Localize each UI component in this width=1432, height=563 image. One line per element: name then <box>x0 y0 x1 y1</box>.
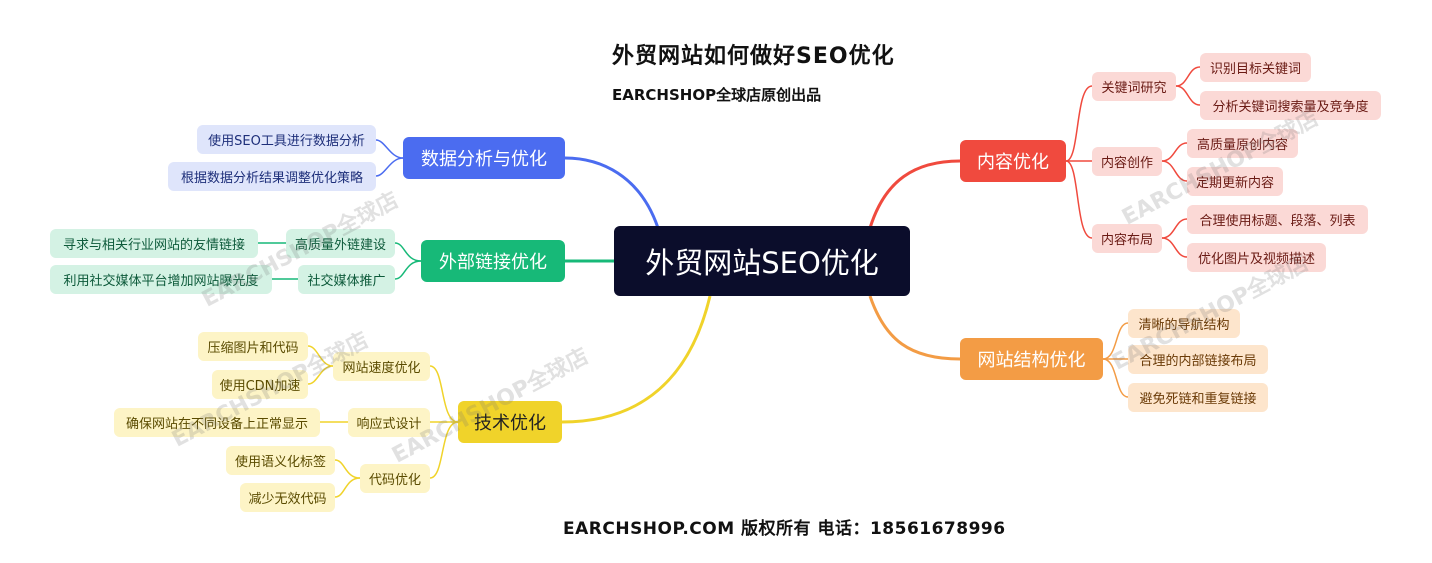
leaf-navigation[interactable]: 清晰的导航结构 <box>1128 309 1240 338</box>
connector-structure-leaf1 <box>1102 322 1129 360</box>
leaf-seo-tool-analysis[interactable]: 使用SEO工具进行数据分析 <box>197 125 376 154</box>
leaf-cdn[interactable]: 使用CDN加速 <box>212 370 308 399</box>
leaf-compress[interactable]: 压缩图片和代码 <box>198 332 308 361</box>
mindmap-root-node[interactable]: 外贸网站SEO优化 <box>614 226 910 296</box>
leaf-friend-links[interactable]: 寻求与相关行业网站的友情链接 <box>50 229 258 258</box>
leaf-social-exposure[interactable]: 利用社交媒体平台增加网站曝光度 <box>50 265 272 294</box>
connector-root-data <box>564 156 660 229</box>
connector-layout-leaf2 <box>1161 237 1188 258</box>
leaf-target-keywords[interactable]: 识别目标关键词 <box>1200 53 1311 82</box>
sub-keyword-research[interactable]: 关键词研究 <box>1092 72 1176 101</box>
connector-links-sub2 <box>394 260 422 280</box>
page-subtitle: EARCHSHOP全球店原创出品 <box>612 86 822 104</box>
leaf-original-content[interactable]: 高质量原创内容 <box>1187 129 1298 158</box>
connector-code-leaf2 <box>334 477 361 498</box>
connector-kw-leaf2 <box>1175 85 1201 106</box>
sub-content-creation[interactable]: 内容创作 <box>1092 147 1162 176</box>
leaf-update-content[interactable]: 定期更新内容 <box>1187 167 1283 196</box>
leaf-internal-links[interactable]: 合理的内部链接布局 <box>1128 345 1268 374</box>
connector-root-tech <box>561 295 712 424</box>
connector-speed-leaf2 <box>307 365 334 385</box>
page-footer: EARCHSHOP.COM 版权所有 电话：18561678996 <box>563 519 1006 539</box>
leaf-headings-lists[interactable]: 合理使用标题、段落、列表 <box>1187 205 1368 234</box>
connector-links-sub1 <box>394 242 422 262</box>
connector-create-leaf2 <box>1161 160 1188 182</box>
leaf-dead-code[interactable]: 减少无效代码 <box>240 483 335 512</box>
connector-data-leaf2 <box>375 157 404 177</box>
connector-layout-leaf1 <box>1161 218 1188 239</box>
connector-tech-sub1 <box>429 365 459 423</box>
connector-kw-leaf1 <box>1175 66 1201 87</box>
connector-content-sub1 <box>1065 85 1093 162</box>
branch-tech[interactable]: 技术优化 <box>458 401 562 443</box>
connector-code-leaf1 <box>334 459 361 479</box>
leaf-devices[interactable]: 确保网站在不同设备上正常显示 <box>114 408 320 437</box>
leaf-semantic-tags[interactable]: 使用语义化标签 <box>226 446 335 475</box>
leaf-adjust-strategy[interactable]: 根据数据分析结果调整优化策略 <box>168 162 376 191</box>
connector-content-sub3 <box>1065 160 1093 239</box>
sub-responsive[interactable]: 响应式设计 <box>348 408 430 437</box>
sub-social-media[interactable]: 社交媒体推广 <box>298 265 395 294</box>
connector-tech-sub3 <box>429 421 459 479</box>
connector-root-structure <box>868 295 961 361</box>
connector-create-leaf1 <box>1161 142 1188 162</box>
connector-data-leaf1 <box>375 139 404 159</box>
sub-code[interactable]: 代码优化 <box>360 464 430 493</box>
branch-site-structure[interactable]: 网站结构优化 <box>960 338 1103 380</box>
page-title: 外贸网站如何做好SEO优化 <box>612 44 895 69</box>
branch-data-analysis[interactable]: 数据分析与优化 <box>403 137 565 179</box>
leaf-media-description[interactable]: 优化图片及视频描述 <box>1187 243 1326 272</box>
connector-root-content <box>868 159 961 229</box>
branch-content[interactable]: 内容优化 <box>960 140 1066 182</box>
connector-structure-leaf3 <box>1102 358 1129 398</box>
leaf-keyword-competition[interactable]: 分析关键词搜索量及竞争度 <box>1200 91 1381 120</box>
connector-speed-leaf1 <box>307 345 334 367</box>
sub-site-speed[interactable]: 网站速度优化 <box>333 352 430 381</box>
sub-content-layout[interactable]: 内容布局 <box>1092 224 1162 253</box>
leaf-dead-links[interactable]: 避免死链和重复链接 <box>1128 383 1268 412</box>
sub-quality-backlinks[interactable]: 高质量外链建设 <box>286 229 395 258</box>
branch-external-links[interactable]: 外部链接优化 <box>421 240 565 282</box>
